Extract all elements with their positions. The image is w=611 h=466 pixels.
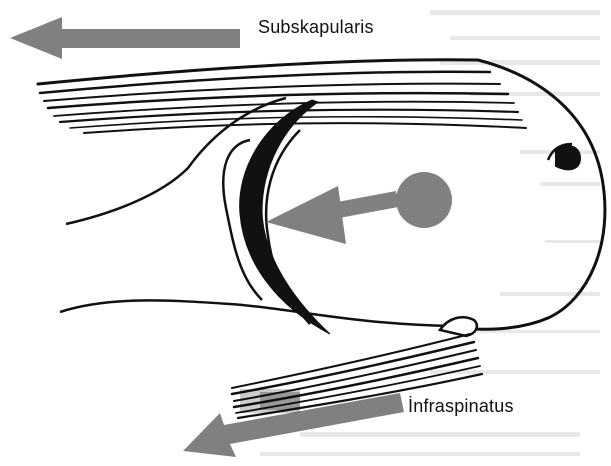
joint-compression-arrow bbox=[266, 172, 452, 244]
humeral-neck-line bbox=[60, 300, 452, 326]
infraspinatus-tendon-fibers bbox=[240, 389, 300, 413]
humeral-head-outline bbox=[452, 60, 605, 329]
arrow-ball bbox=[396, 172, 452, 228]
subscapularis-label: Subskapularis bbox=[258, 17, 374, 38]
infraspinatus-label: İnfraspinatus bbox=[408, 396, 514, 417]
arrow-head bbox=[266, 186, 346, 244]
lesser-tuberosity-bump bbox=[440, 317, 477, 336]
greater-tuberosity-notch bbox=[556, 146, 580, 169]
subscapularis-force-arrow bbox=[10, 17, 240, 59]
